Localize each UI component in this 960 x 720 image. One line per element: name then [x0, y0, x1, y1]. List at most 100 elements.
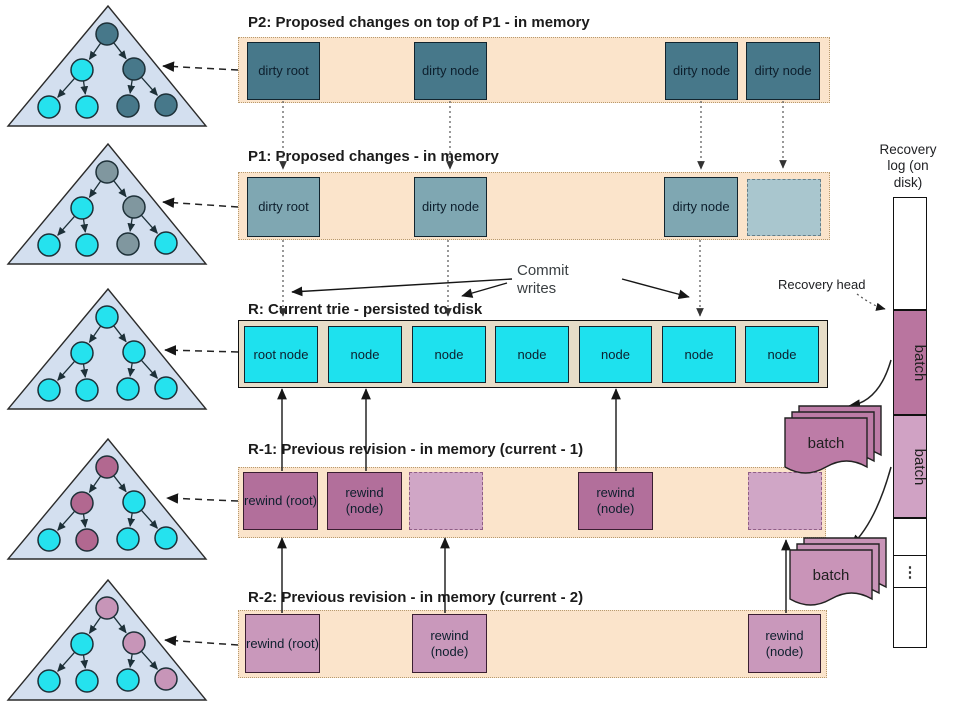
- batch-card: [798, 405, 882, 462]
- trie-node-clean: [37, 669, 61, 693]
- commit-writes-arrow: [291, 278, 513, 297]
- trie-node-clean: [122, 490, 146, 514]
- batch-card: [796, 543, 880, 600]
- p1-empty-slot-box: [747, 179, 821, 236]
- p2-row-title: P2: Proposed changes on top of P1 - in m…: [248, 14, 590, 31]
- trie-node-rewind: [75, 528, 99, 552]
- trie-node-clean: [75, 95, 99, 119]
- r2-memory-band: [238, 610, 827, 678]
- p1-band-to-trie-arrow: [162, 197, 239, 208]
- trie-node-clean: [116, 527, 140, 551]
- r1-rewind-root-box: rewind (root): [243, 472, 318, 530]
- r1-trie-triangle: [6, 437, 208, 560]
- trie-node-clean: [154, 526, 178, 550]
- log-batch-segment-dark: [893, 310, 927, 415]
- trie-node-dirty: [116, 232, 140, 256]
- batch-stack-upper: batch: [784, 405, 882, 474]
- trie-node-clean: [154, 376, 178, 400]
- trie-node-clean: [116, 668, 140, 692]
- trie-node-dirty: [116, 94, 140, 118]
- trie-node-clean: [154, 231, 178, 255]
- r2-row-title: R-2: Previous revision - in memory (curr…: [248, 589, 584, 606]
- trie-node-clean: [37, 528, 61, 552]
- trie-node-clean: [75, 669, 99, 693]
- commit-writes-label: Commit writes: [517, 262, 569, 297]
- batch-card: [803, 537, 887, 594]
- r2-band-to-trie-arrow: [164, 635, 239, 646]
- p1-row-title: P1: Proposed changes - in memory: [248, 148, 499, 165]
- recovery-log-label: Recovery log (on disk): [879, 142, 937, 190]
- trie-node-rewind: [122, 631, 146, 655]
- batch-card: [789, 549, 873, 606]
- ellipsis-text: ⋮: [902, 563, 918, 581]
- trie-node-dirty: [154, 93, 178, 117]
- triangle-outline: [6, 437, 208, 560]
- trie-node-dirty: [95, 160, 119, 184]
- p2-band-to-trie-arrow: [162, 61, 239, 72]
- p1-dirty-node-box: dirty node: [664, 177, 738, 237]
- trie-node-clean: [75, 378, 99, 402]
- r-node-box: node: [412, 326, 486, 383]
- batch-card-label: batch: [808, 435, 845, 452]
- p1-memory-band: [238, 172, 830, 240]
- batch-stack-lower: batch: [789, 537, 887, 606]
- r-node-box: node: [662, 326, 736, 383]
- batch-card: [784, 417, 868, 474]
- commit-writes-arrow: [621, 278, 690, 300]
- r2-rewind-root-box: rewind (root): [245, 614, 320, 673]
- log-to-batch-arrow: [850, 466, 892, 547]
- p1-dirty-node-box: dirty node: [414, 177, 487, 237]
- p2-dirty-node-box: dirty node: [746, 42, 820, 100]
- trie-node-rewind: [95, 455, 119, 479]
- r1-empty-slot-box: [748, 472, 822, 530]
- log-batch-segment-light: [893, 415, 927, 518]
- trie-node-clean: [70, 196, 94, 220]
- r1-rewind-node-box: rewind (node): [327, 472, 402, 530]
- log-free-segment: [893, 587, 927, 648]
- log-free-segment: [893, 197, 927, 310]
- triangle-outline: [6, 4, 208, 127]
- r-band-to-trie-arrow: [164, 345, 239, 356]
- r1-row-title: R-1: Previous revision - in memory (curr…: [248, 441, 584, 458]
- p2-dirty-node-box: dirty node: [414, 42, 487, 100]
- r2-trie-triangle: [6, 578, 208, 701]
- log-free-segment: [893, 518, 927, 556]
- batch-card: [791, 411, 875, 468]
- recovery-head-arrow: [856, 293, 886, 311]
- trie-node-rewind: [154, 667, 178, 691]
- r1-band-to-trie-arrow: [166, 493, 239, 504]
- p2-memory-band: [238, 37, 830, 103]
- triangle-outline: [6, 142, 208, 265]
- trie-node-clean: [70, 58, 94, 82]
- trie-node-clean: [122, 340, 146, 364]
- trie-node-dirty: [122, 57, 146, 81]
- r-node-box: node: [579, 326, 652, 383]
- r2-rewind-node-box: rewind (node): [412, 614, 487, 673]
- p1-dirty-root-box: dirty root: [247, 177, 320, 237]
- log-ellipsis-segment: ⋮: [893, 555, 927, 588]
- p2-dirty-node-box: dirty node: [665, 42, 738, 100]
- trie-node-clean: [37, 233, 61, 257]
- r-trie-triangle: [6, 287, 208, 410]
- trie-node-clean: [75, 233, 99, 257]
- r-node-box: node: [328, 326, 402, 383]
- batch-card-label: batch: [813, 567, 850, 584]
- recovery-head-label: Recovery head: [778, 277, 866, 292]
- p2-dirty-root-box: dirty root: [247, 42, 320, 100]
- trie-node-dirty: [95, 22, 119, 46]
- trie-node-rewind: [70, 491, 94, 515]
- p1-trie-triangle: [6, 142, 208, 265]
- trie-node-dirty: [122, 195, 146, 219]
- r-node-box: node: [745, 326, 819, 383]
- r1-rewind-node-box: rewind (node): [578, 472, 653, 530]
- trie-node-clean: [70, 632, 94, 656]
- triangle-outline: [6, 578, 208, 701]
- r-row-title: R: Current trie - persisted to disk: [248, 301, 483, 318]
- commit-writes-arrow: [461, 282, 508, 298]
- trie-node-clean: [37, 95, 61, 119]
- trie-node-clean: [37, 378, 61, 402]
- trie-node-clean: [116, 377, 140, 401]
- log-to-batch-arrow: [848, 359, 892, 410]
- r2-rewind-node-box: rewind (node): [748, 614, 821, 673]
